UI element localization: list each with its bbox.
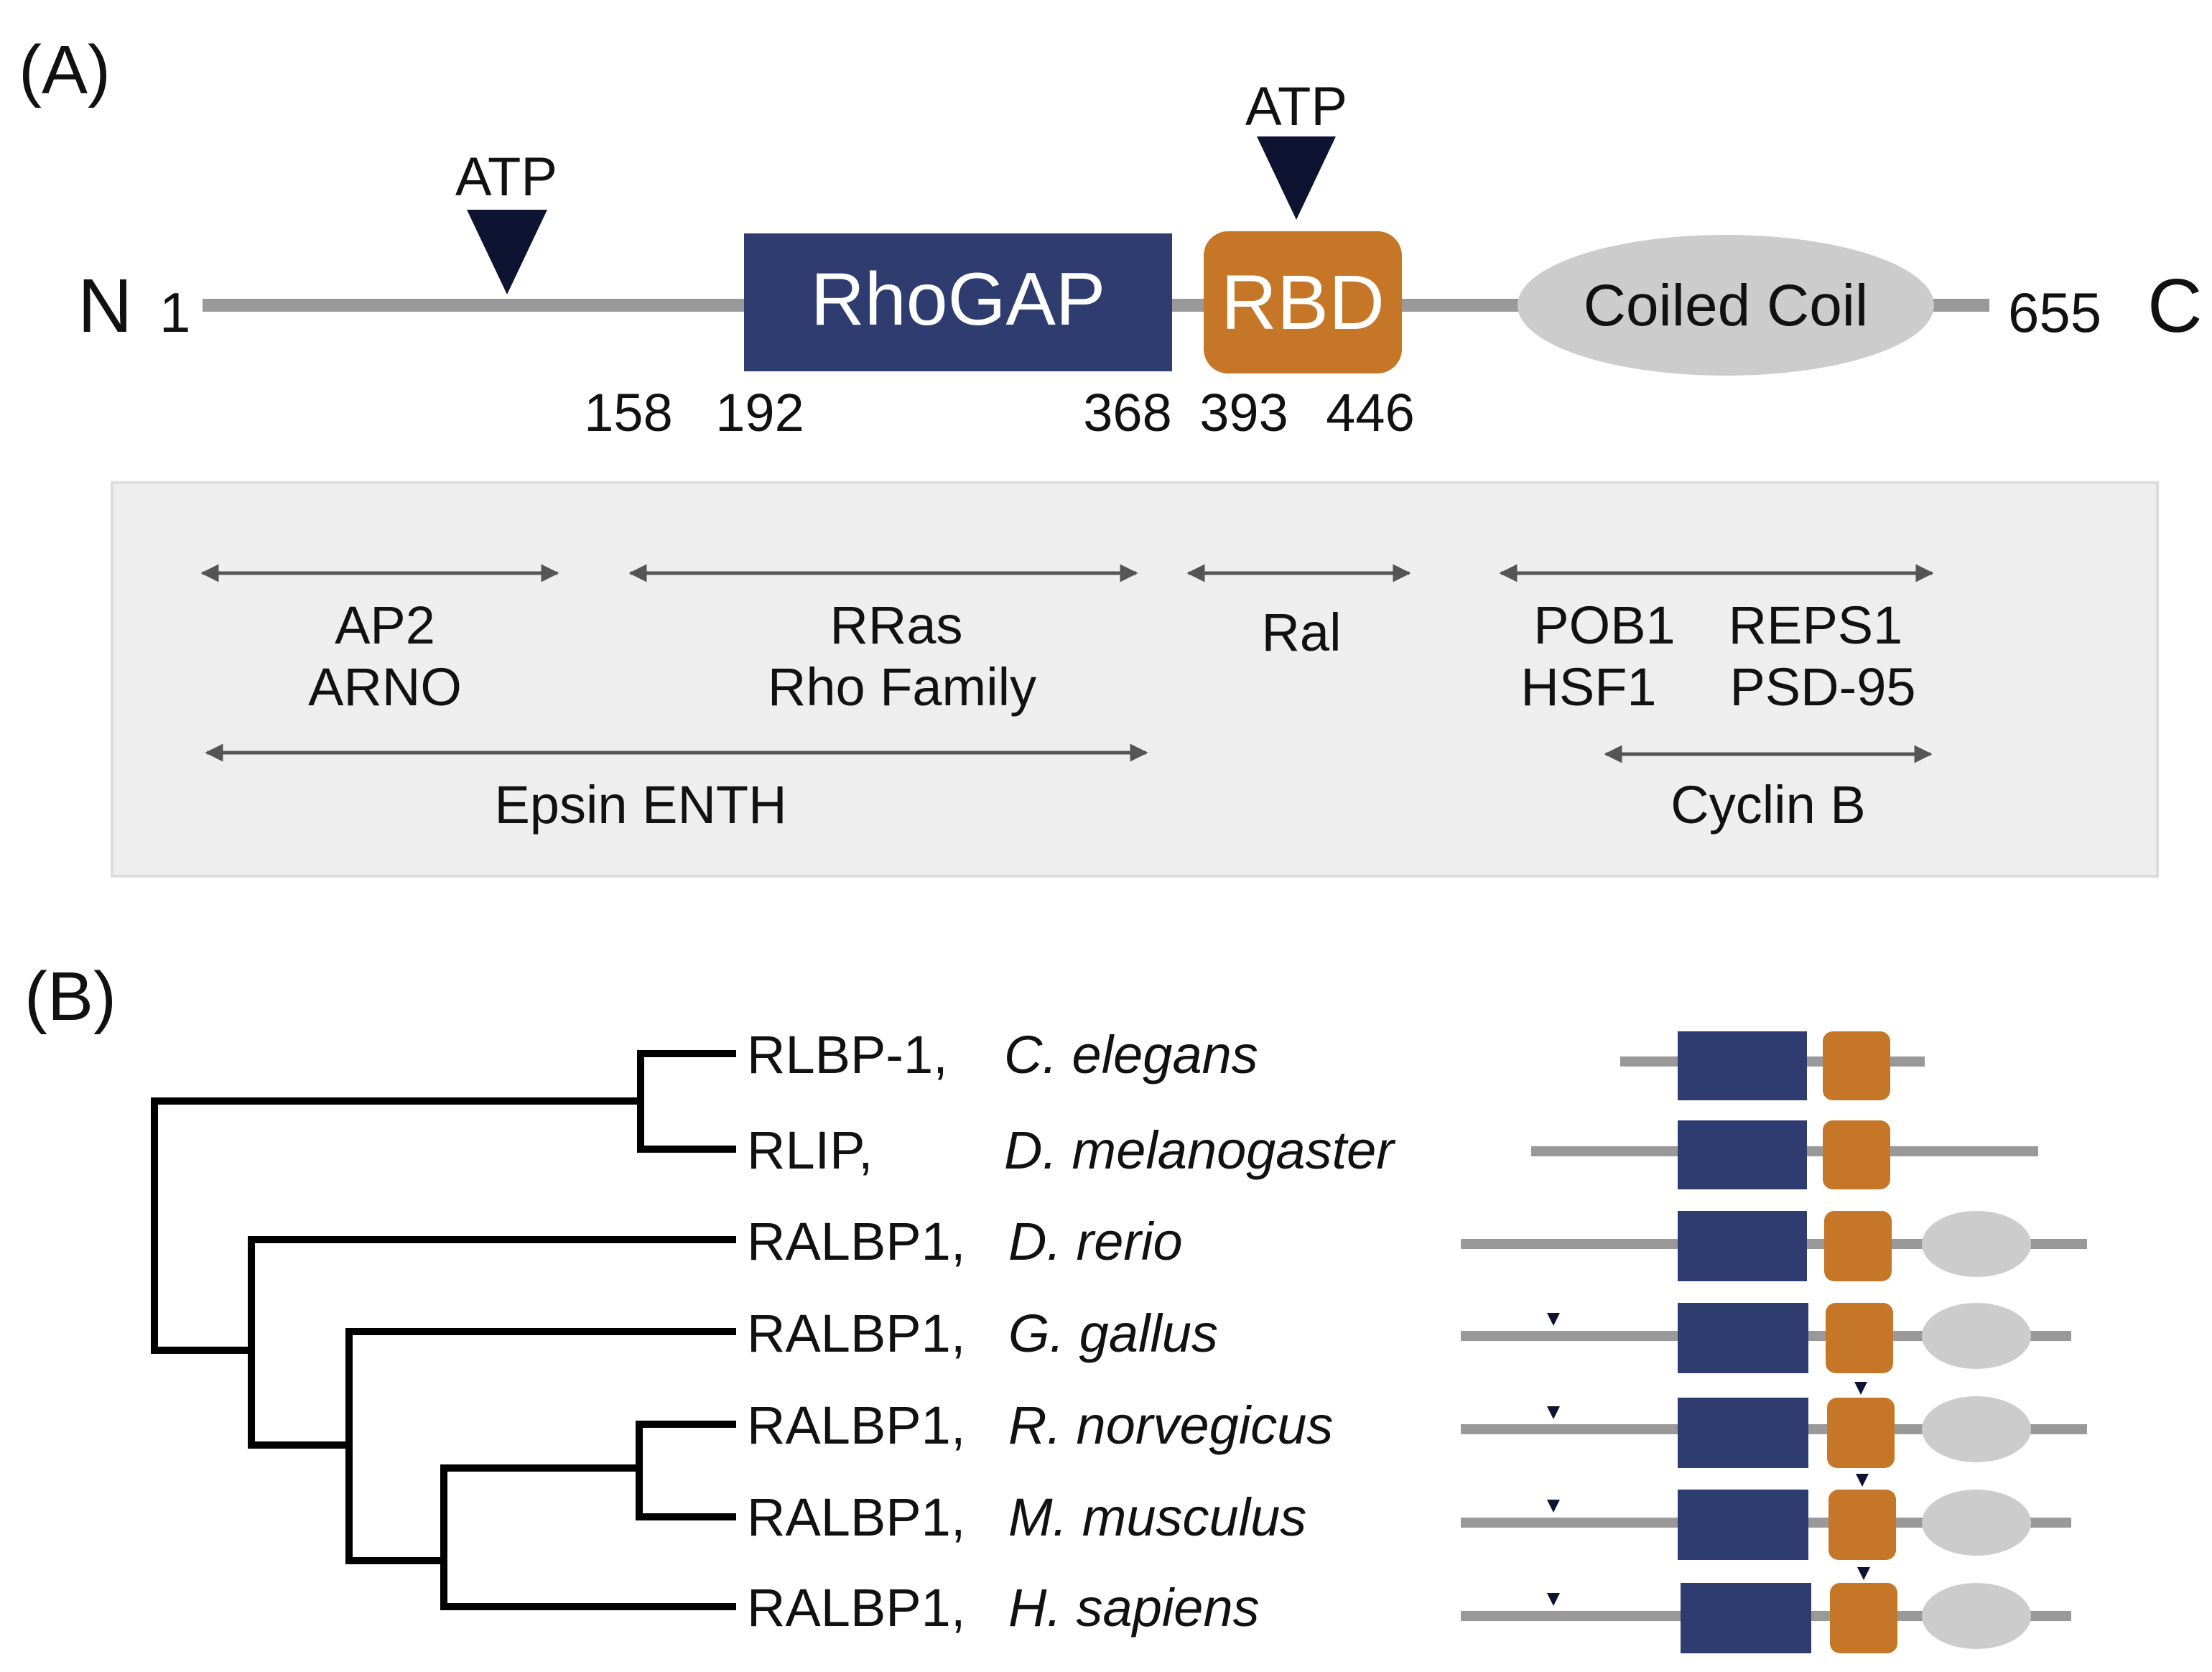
coiled-coil-domain: [1922, 1303, 2031, 1369]
species-labels: RLBP-1, C. elegans RLIP, D. melanogaster…: [747, 1025, 1396, 1638]
domain-architectures: [1461, 1031, 2087, 1653]
position-393: 393: [1199, 383, 1288, 442]
species-organism-2: D. rerio: [1008, 1212, 1183, 1271]
atp-marker-small: [1547, 1313, 1560, 1326]
interaction-partners-box: [111, 481, 2159, 878]
ral-label: Ral: [1261, 603, 1341, 662]
rhogap-domain: [1678, 1398, 1808, 1468]
rras-label: RRas: [830, 595, 962, 655]
arno-label: ARNO: [308, 657, 462, 717]
n-terminus-label: N: [78, 264, 133, 348]
rhogap-domain: [1678, 1120, 1807, 1189]
tree-branch-rerio: [248, 1236, 736, 1449]
panel-a-label: (A): [19, 32, 111, 108]
psd95-label: PSD-95: [1729, 657, 1915, 717]
species-gene-4: RALBP1,: [747, 1395, 965, 1455]
atp-marker-small: [1547, 1406, 1560, 1419]
rbd-label: RBD: [1221, 259, 1385, 345]
tree-branch-root: [151, 1097, 644, 1354]
rbd-domain: [1826, 1303, 1893, 1373]
species-organism-0: C. elegans: [1004, 1025, 1258, 1085]
pob1-label: POB1: [1533, 595, 1675, 655]
position-158: 158: [584, 383, 672, 442]
coiled-coil-domain: [1922, 1583, 2031, 1649]
coiled-coil-domain: [1922, 1490, 2031, 1556]
species-organism-6: H. sapiens: [1008, 1578, 1260, 1638]
position-192: 192: [715, 383, 804, 442]
species-organism-5: M. musculus: [1008, 1487, 1306, 1547]
species-organism-3: G. gallus: [1008, 1304, 1218, 1363]
hsf1-label: HSF1: [1520, 657, 1656, 717]
architecture-row-0: [1620, 1031, 1925, 1100]
start-residue-label: 1: [159, 281, 190, 344]
species-organism-1: D. melanogaster: [1004, 1120, 1396, 1180]
position-368: 368: [1083, 383, 1171, 442]
position-446: 446: [1326, 383, 1414, 442]
species-gene-5: RALBP1,: [747, 1487, 965, 1547]
architecture-row-4: [1461, 1382, 2087, 1468]
reps1-label: REPS1: [1729, 595, 1903, 655]
panel-b-label: (B): [24, 958, 116, 1035]
atp-marker-small: [1547, 1593, 1560, 1606]
tree-branch-rodents: [440, 1421, 736, 1610]
rhogap-domain: [744, 233, 1172, 371]
atp-label-left: ATP: [455, 147, 557, 208]
species-gene-3: RALBP1,: [747, 1304, 965, 1363]
rbd-domain: [1204, 231, 1402, 373]
ap2-label: AP2: [335, 595, 435, 655]
phylogenetic-tree: [151, 1050, 736, 1610]
rbd-domain: [1823, 1120, 1890, 1189]
species-gene-1: RLIP,: [747, 1120, 873, 1180]
architecture-row-5: [1461, 1474, 2071, 1560]
atp-marker-small: [1857, 1567, 1870, 1580]
coiled-coil-label: Coiled Coil: [1584, 273, 1869, 338]
panel-b: (B) RLBP-1, C. elegans RLIP, D. melanoga…: [24, 958, 2087, 1653]
rhogap-domain: [1678, 1303, 1808, 1373]
architecture-row-3: [1461, 1303, 2071, 1373]
rho-family-label: Rho Family: [768, 657, 1036, 717]
species-gene-6: RALBP1,: [747, 1578, 965, 1638]
atp-marker-right: [1257, 136, 1336, 220]
atp-label-right: ATP: [1245, 76, 1347, 137]
cyclin-b-label: Cyclin B: [1670, 775, 1865, 835]
coiled-coil-domain: [1922, 1211, 2031, 1277]
coiled-coil-domain: [1518, 235, 1934, 376]
rbd-domain: [1827, 1398, 1895, 1468]
rbd-domain: [1830, 1583, 1897, 1653]
rhogap-domain: [1678, 1211, 1807, 1281]
species-gene-2: RALBP1,: [747, 1212, 965, 1271]
species-organism-4: R. norvegicus: [1008, 1395, 1333, 1455]
atp-marker-small: [1547, 1500, 1560, 1513]
atp-marker-small: [1856, 1474, 1869, 1487]
panel-a: (A) N 1 655 C ATP ATP RhoGAP RBD Coiled …: [19, 32, 2203, 878]
species-gene-0: RLBP-1,: [747, 1025, 948, 1085]
rhogap-domain: [1678, 1490, 1808, 1560]
rbd-domain: [1823, 1031, 1890, 1100]
epsin-label: Epsin ENTH: [494, 775, 786, 835]
rbd-domain: [1828, 1490, 1896, 1560]
rhogap-domain: [1681, 1583, 1811, 1653]
c-terminus-label: C: [2147, 264, 2203, 348]
rbd-domain: [1824, 1211, 1892, 1281]
architecture-row-6: [1461, 1567, 2071, 1653]
architecture-row-2: [1461, 1211, 2087, 1281]
atp-marker-left: [467, 210, 547, 294]
architecture-row-1: [1531, 1120, 2038, 1189]
rhogap-label: RhoGAP: [811, 258, 1105, 341]
coiled-coil-domain: [1922, 1396, 2031, 1462]
tree-branch-elegans-melanogaster: [637, 1050, 736, 1153]
tree-branch-gallus: [345, 1328, 736, 1564]
rhogap-domain: [1678, 1031, 1807, 1100]
end-residue-label: 655: [2008, 281, 2101, 344]
atp-marker-small: [1854, 1382, 1867, 1395]
